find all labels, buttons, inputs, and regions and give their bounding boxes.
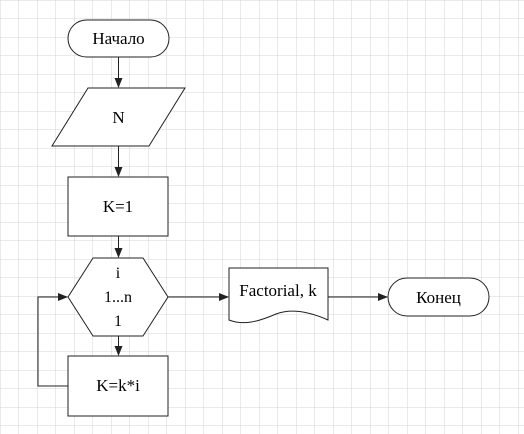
loop-hexagon: i 1...n 1 (67, 257, 169, 337)
body-process-box: K=k*i (67, 355, 169, 417)
connector-loop-back (37, 293, 68, 387)
start-terminator: Начало (67, 19, 170, 58)
end-label: Конец (416, 288, 461, 307)
loop-step: 1 (114, 313, 122, 330)
loop-variable: i (116, 265, 121, 282)
input-parallelogram: N (51, 87, 186, 147)
body-label: K=k*i (96, 376, 140, 395)
input-label: N (112, 108, 124, 127)
output-document: Factorial, k (228, 267, 329, 324)
init-process-box: K=1 (67, 176, 169, 237)
loop-range: 1...n (104, 289, 132, 306)
output-label: Factorial, k (239, 281, 317, 300)
start-label: Начало (92, 29, 144, 48)
end-terminator: Конец (387, 277, 490, 317)
init-label: K=1 (103, 197, 133, 216)
